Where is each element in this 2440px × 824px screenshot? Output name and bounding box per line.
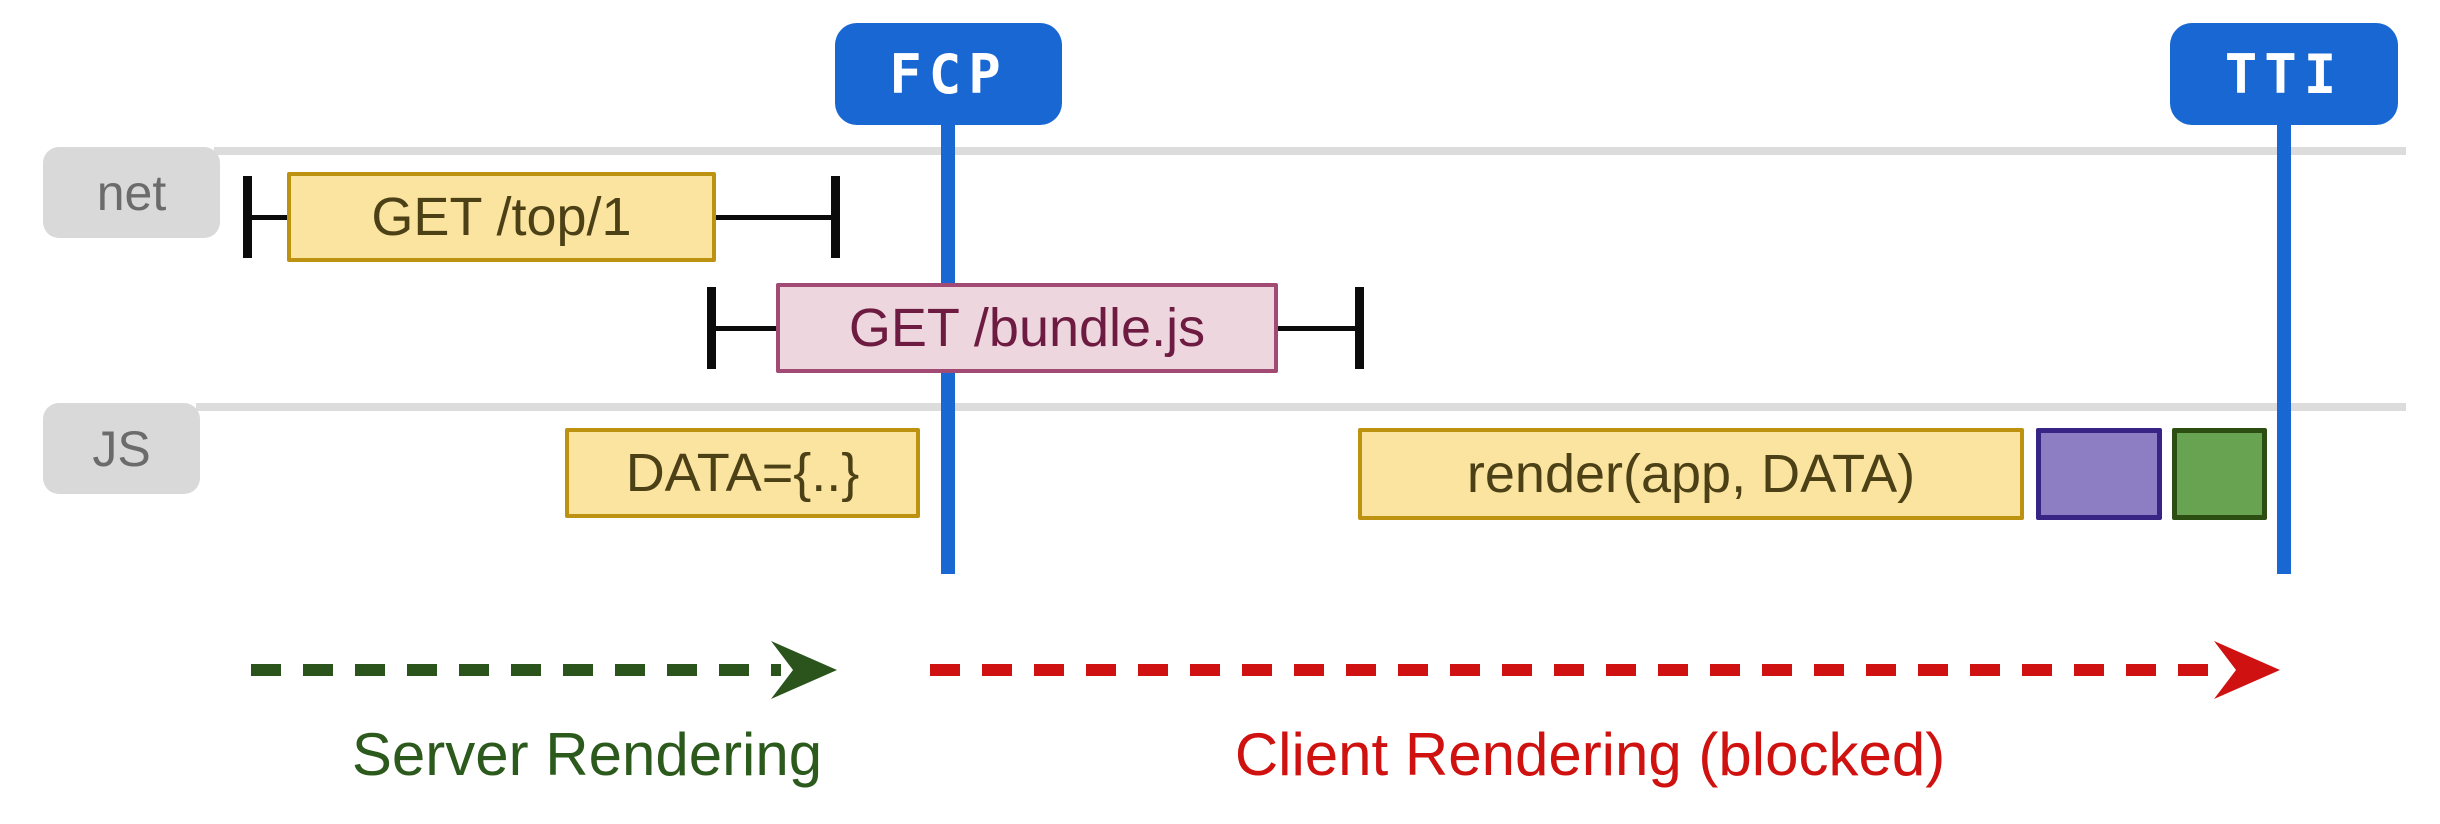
server-rendering-label: Server Rendering	[287, 720, 887, 789]
tti-badge: TTI	[2170, 23, 2398, 125]
server-rendering-arrow	[251, 641, 837, 699]
client-rendering-label: Client Rendering (blocked)	[1140, 720, 2040, 789]
request-box-get-top: GET /top/1	[287, 172, 716, 262]
server-rendering-label-text: Server Rendering	[351, 721, 823, 788]
span-connector	[1278, 326, 1355, 331]
span-connector	[252, 215, 287, 220]
lane-label-net: net	[43, 147, 220, 238]
task-box-data: DATA={..}	[565, 428, 920, 518]
arrowhead-icon	[2214, 641, 2280, 699]
task-box-data-label: DATA={..}	[625, 443, 860, 503]
span-start-tick	[243, 176, 252, 258]
lane-label-net-text: net	[96, 164, 167, 221]
lane-label-js: JS	[43, 403, 200, 494]
client-rendering-arrow	[930, 641, 2280, 699]
span-end-tick	[1355, 287, 1364, 369]
tti-badge-label: TTI	[2224, 42, 2344, 106]
fcp-badge-label: FCP	[889, 42, 1008, 106]
lane-label-js-text: JS	[92, 420, 151, 477]
lane-line-js	[196, 403, 2406, 411]
span-end-tick	[831, 176, 840, 258]
request-box-get-top-label: GET /top/1	[371, 187, 632, 247]
task-box-green	[2172, 428, 2267, 520]
fcp-badge: FCP	[835, 23, 1062, 125]
span-connector	[716, 326, 776, 331]
task-box-render: render(app, DATA)	[1358, 428, 2024, 520]
span-start-tick	[707, 287, 716, 369]
arrowhead-icon	[771, 641, 837, 699]
task-box-render-label: render(app, DATA)	[1466, 444, 1916, 504]
span-connector	[716, 215, 831, 220]
request-box-get-bundle: GET /bundle.js	[776, 283, 1278, 373]
task-box-purple	[2036, 428, 2162, 520]
client-rendering-label-text: Client Rendering (blocked)	[1234, 721, 1946, 788]
request-box-get-bundle-label: GET /bundle.js	[848, 298, 1206, 358]
tti-marker-line	[2277, 125, 2291, 574]
lane-line-net	[214, 147, 2406, 155]
